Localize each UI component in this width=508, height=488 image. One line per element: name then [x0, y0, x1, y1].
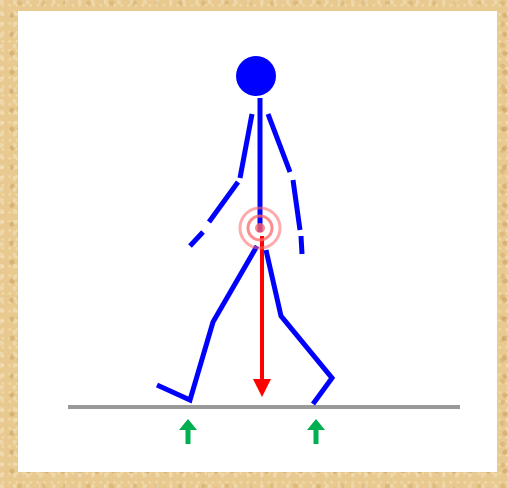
- front-arm-lower: [293, 180, 300, 230]
- rear-leg: [157, 246, 257, 400]
- rear-hand: [190, 232, 203, 246]
- head: [236, 56, 276, 96]
- rear-arm-upper: [240, 114, 252, 178]
- front-reaction-arrow: [307, 419, 325, 444]
- rear-arm-lower: [209, 182, 238, 222]
- front-leg: [266, 250, 332, 404]
- front-hand: [301, 236, 302, 254]
- stick-figure: [157, 56, 332, 404]
- rear-reaction-arrow: [179, 419, 197, 444]
- front-arm-upper: [268, 114, 290, 172]
